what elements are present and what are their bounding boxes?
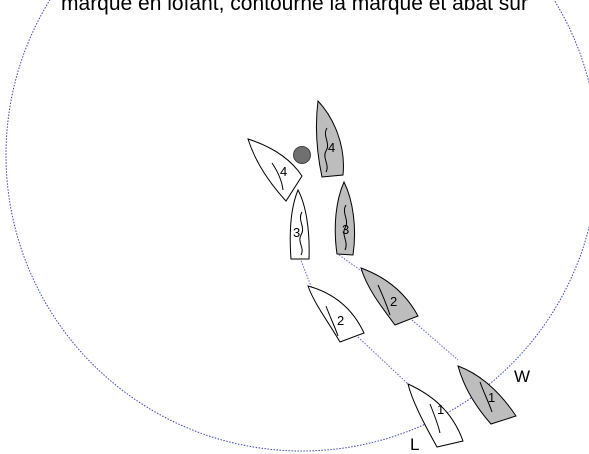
windward-boat-position-2: 2 [361,268,418,325]
windward-boat-number-4: 4 [328,140,335,155]
windward-boat-number-1: 1 [488,390,495,405]
mark-buoy [294,147,311,164]
leeward-boat-number-1: 1 [437,402,444,417]
leeward-label: L [410,435,419,454]
leeward-track-2-1 [358,337,408,384]
windward-boat-position-3: 3 [335,182,354,255]
windward-track-2-1 [412,320,458,360]
windward-boat-number-3: 3 [342,222,349,237]
leeward-boat-position-2: 2 [308,286,364,342]
leeward-track-3-2 [300,258,313,291]
leeward-boat-number-3: 3 [293,225,300,240]
windward-label: W [514,367,530,386]
windward-track-3-2 [339,255,363,272]
windward-boat-position-1: 1 [458,366,516,424]
windward-boat-number-2: 2 [390,294,397,309]
leeward-boat-position-3: 3 [290,190,309,259]
leeward-boat-number-4: 4 [280,164,287,179]
windward-boat-position-4: 4 [316,101,343,177]
leeward-boat-position-4: 4 [248,139,302,201]
leeward-boat-number-2: 2 [337,313,344,328]
